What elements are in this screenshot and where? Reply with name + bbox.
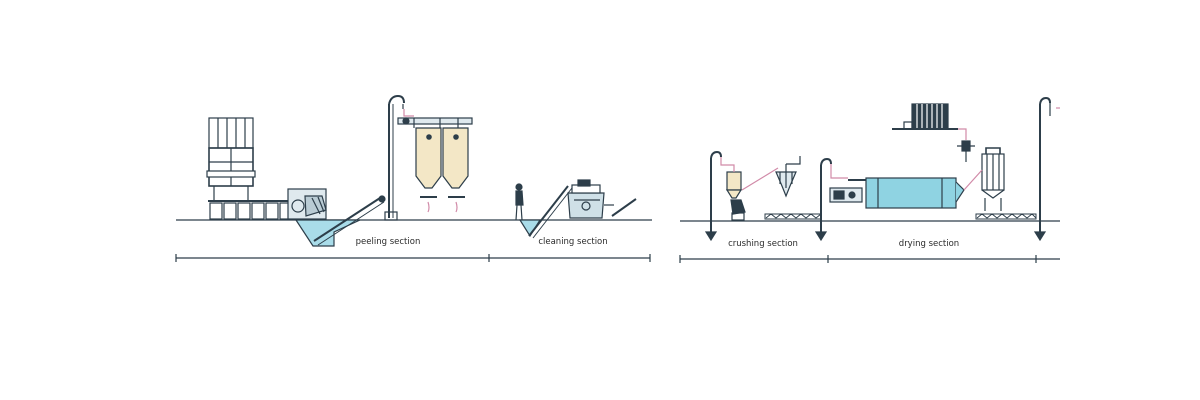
screw-conveyor-icon — [313, 195, 386, 246]
heat-exchanger — [892, 103, 967, 140]
bucket-elevator-icon — [384, 94, 405, 221]
cleaning-screw-conveyor — [528, 185, 573, 239]
section-label-drying: drying section — [899, 239, 959, 249]
section-label-crushing: crushing section — [728, 239, 798, 249]
cyclone-icon — [741, 156, 801, 198]
bucket-elevator-icon — [814, 157, 832, 242]
screw-conveyor-icon — [764, 213, 822, 220]
section-label-cleaning: cleaning section — [538, 237, 607, 247]
elevator-frame-icon — [206, 117, 256, 200]
outfeed-conveyor — [611, 198, 637, 217]
bag-filter-icon — [963, 147, 1005, 211]
bucket-elevator-icon — [1033, 96, 1060, 242]
left-panel — [175, 94, 652, 262]
crusher-icon — [720, 157, 746, 221]
distribution-conveyor — [397, 117, 473, 128]
rotary-dryer-icon — [865, 177, 965, 209]
bucket-elevator-icon — [704, 150, 722, 242]
washing-machine-icon — [567, 179, 614, 219]
storage-silo-icon — [415, 127, 469, 213]
right-panel — [679, 96, 1060, 263]
peeling-machine-icon — [287, 188, 327, 220]
valve — [957, 140, 975, 162]
section-label-peeling: peeling section — [356, 237, 421, 247]
outfeed-screw-conveyor — [975, 213, 1037, 220]
feed-pipe — [403, 109, 414, 117]
conveyor-icon — [208, 200, 291, 220]
fan-icon — [829, 164, 866, 203]
operator-icon — [515, 183, 524, 221]
